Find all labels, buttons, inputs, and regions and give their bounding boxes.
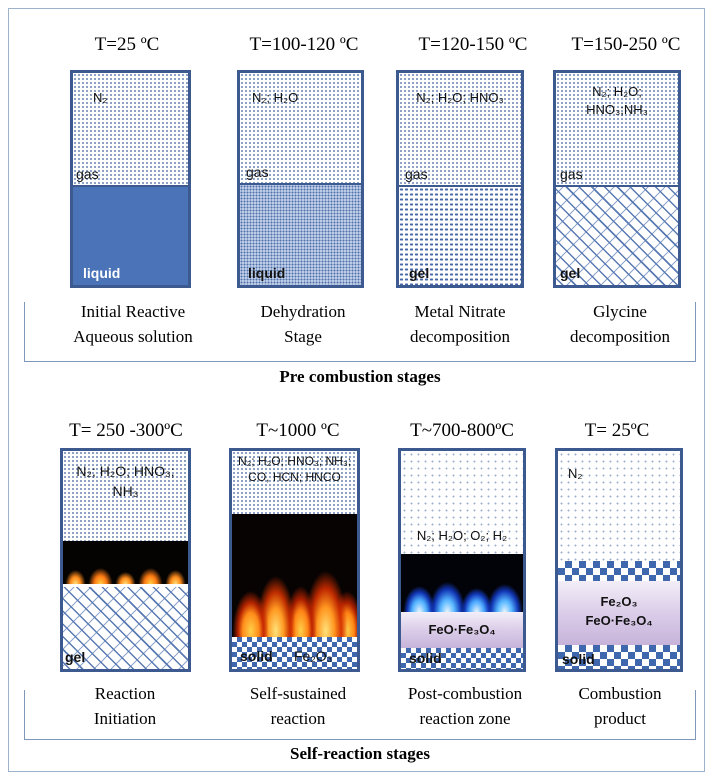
gas-region: N₂ gas (73, 73, 188, 185)
flame-band (63, 541, 188, 584)
gas-composition: N₂; H₂O; HNO₃; NH₃; CO, HCN; HNCO (237, 454, 352, 484)
pre-combustion-label: Pre combustion stages (279, 367, 441, 386)
gel-region: gel (63, 584, 188, 669)
solid-tag: solid (562, 651, 595, 667)
temp-label: T=150-250 ºC (571, 34, 681, 55)
solid-tag: solid (240, 648, 273, 664)
self-reaction-bracket (24, 690, 696, 740)
stage-cell-post-combustion: N₂; H₂O; O₂; H₂ FeO·Fe₃O₄ solid (398, 448, 526, 672)
figure-frame (8, 8, 705, 772)
stage-cell-nitrate: N₂; H₂O; HNO₃ gas gel (396, 70, 524, 288)
temp-label: T=120-150 ºC (418, 34, 528, 55)
gas-region: N₂ (558, 451, 680, 561)
gel-tag: gel (560, 265, 581, 281)
temp-label: T= 250 -300ºC (69, 420, 183, 441)
gas-composition: N₂; H₂O; HNO₃; NH₃ (76, 463, 175, 499)
gas-tag: gas (76, 166, 99, 182)
solid-composition: Fe₂O₃ (294, 648, 333, 664)
solid-region: solid Fe₂O₃ (232, 637, 357, 669)
temp-label: T=100-120 ºC (249, 34, 359, 55)
gas-region: N₂; H₂O; HNO₃;NH₃ gas (556, 73, 678, 185)
gel-region: gel (399, 185, 521, 285)
solid-tag: solid (409, 650, 442, 666)
flame-region (232, 514, 357, 637)
gas-tag: gas (405, 166, 428, 182)
self-reaction-label: Self-reaction stages (290, 744, 430, 763)
solid-top-band (558, 561, 680, 581)
gas-region: N₂; H₂O gas (240, 73, 361, 183)
liquid-region: liquid (240, 183, 361, 285)
gas-composition: N₂; H₂O (252, 90, 299, 105)
band-composition: FeO·Fe₃O₄ (585, 613, 653, 628)
stage-cell-initial: N₂ gas liquid (70, 70, 191, 288)
gel-tag: gel (65, 649, 86, 665)
solid-band: FeO·Fe₃O₄ (401, 612, 523, 648)
band-composition: FeO·Fe₃O₄ (428, 622, 496, 637)
gel-tag: gel (409, 265, 430, 281)
temp-label: T~1000 ºC (256, 420, 340, 441)
liquid-region: liquid (73, 185, 188, 285)
solid-region: solid (558, 645, 680, 669)
stage-cell-dehydration: N₂; H₂O gas liquid (237, 70, 364, 288)
gas-tag: gas (246, 164, 269, 180)
temp-label: T=25 ºC (94, 34, 160, 55)
gas-tag: gas (560, 166, 583, 182)
solid-region: solid (401, 648, 523, 669)
gas-region: N₂; H₂O; HNO₃ gas (399, 73, 521, 185)
flame-region (401, 554, 523, 612)
gel-region: gel (556, 185, 678, 285)
stage-cell-product: N₂ Fe₂O₃ FeO·Fe₃O₄ solid (555, 448, 683, 672)
gas-composition: N₂ (93, 90, 108, 105)
temp-label: T= 25ºC (584, 420, 650, 441)
solid-band: Fe₂O₃ FeO·Fe₃O₄ (558, 581, 680, 645)
gas-composition: N₂ (568, 466, 583, 481)
liquid-tag: liquid (83, 265, 121, 281)
stage-cell-initiation: N₂; H₂O; HNO₃; NH₃ gel (60, 448, 191, 672)
pre-combustion-bracket (24, 302, 696, 362)
temp-label: T~700-800ºC (410, 420, 514, 441)
gas-composition: N₂; H₂O; HNO₃ (416, 90, 504, 105)
gas-region: N₂; H₂O; HNO₃; NH₃ (63, 451, 188, 541)
gas-composition: N₂; H₂O; HNO₃;NH₃ (586, 84, 648, 117)
liquid-tag: liquid (248, 265, 286, 281)
gas-region: N₂; H₂O; HNO₃; NH₃; CO, HCN; HNCO (232, 451, 357, 514)
gas-composition: N₂; H₂O; O₂; H₂ (416, 528, 508, 543)
stage-cell-self-sustained: N₂; H₂O; HNO₃; NH₃; CO, HCN; HNCO solid … (229, 448, 360, 672)
gas-region: N₂; H₂O; O₂; H₂ (401, 451, 523, 554)
stage-cell-glycine: N₂; H₂O; HNO₃;NH₃ gas gel (553, 70, 681, 288)
band-composition: Fe₂O₃ (600, 594, 638, 609)
